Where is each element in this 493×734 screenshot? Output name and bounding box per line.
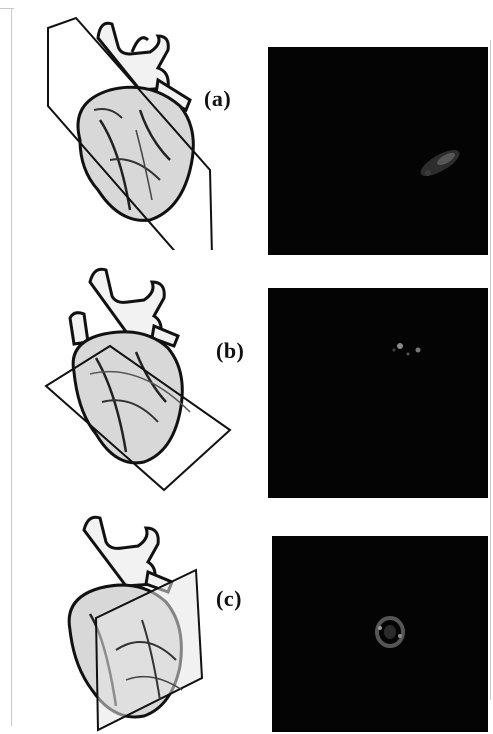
panel-b: (b): [0, 262, 493, 502]
heart-with-transverse-slice-plane-icon: [40, 262, 240, 498]
panel-a: (a): [0, 10, 493, 250]
mri-scan-signal-c: [272, 536, 488, 732]
panel-label-a: (a): [204, 86, 231, 112]
panel-label-b: (b): [216, 338, 244, 364]
mri-scan-image-icon: [272, 536, 488, 732]
mri-scan-image-icon: [268, 47, 488, 255]
heart-with-sagittal-slice-plane-icon: [40, 10, 220, 250]
mri-scan-image-icon: [268, 288, 488, 498]
mri-scan-signal-b: [268, 288, 488, 498]
panel-label-c: (c): [216, 586, 242, 612]
panel-c: (c): [0, 510, 493, 730]
page-scan-edge-top: [0, 8, 14, 9]
heart-with-coronal-slice-plane-icon: [56, 510, 226, 732]
mri-scan-signal-a: [268, 47, 488, 255]
